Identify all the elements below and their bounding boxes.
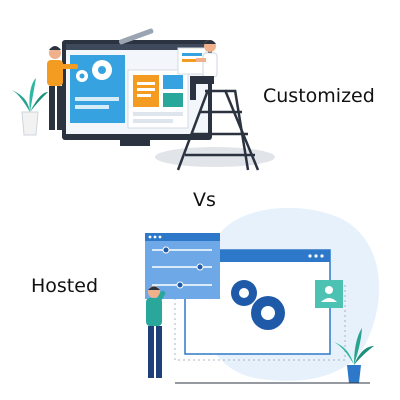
vs-label: Vs <box>193 189 216 211</box>
person-right <box>190 40 218 100</box>
slider-knob <box>196 263 204 271</box>
wrench-icon <box>118 28 154 45</box>
window-titlebar <box>185 250 330 262</box>
slider-knob <box>162 246 170 254</box>
plant-left <box>12 78 48 136</box>
gears-icon <box>231 280 285 330</box>
gear-icon <box>76 60 112 82</box>
ladder <box>176 89 260 171</box>
plant-right <box>334 328 374 383</box>
person-hosted <box>146 286 166 378</box>
slider-knob <box>176 281 184 289</box>
customized-label: Customized <box>263 85 375 107</box>
hosted-label: Hosted <box>31 275 99 297</box>
person-left <box>47 46 78 130</box>
